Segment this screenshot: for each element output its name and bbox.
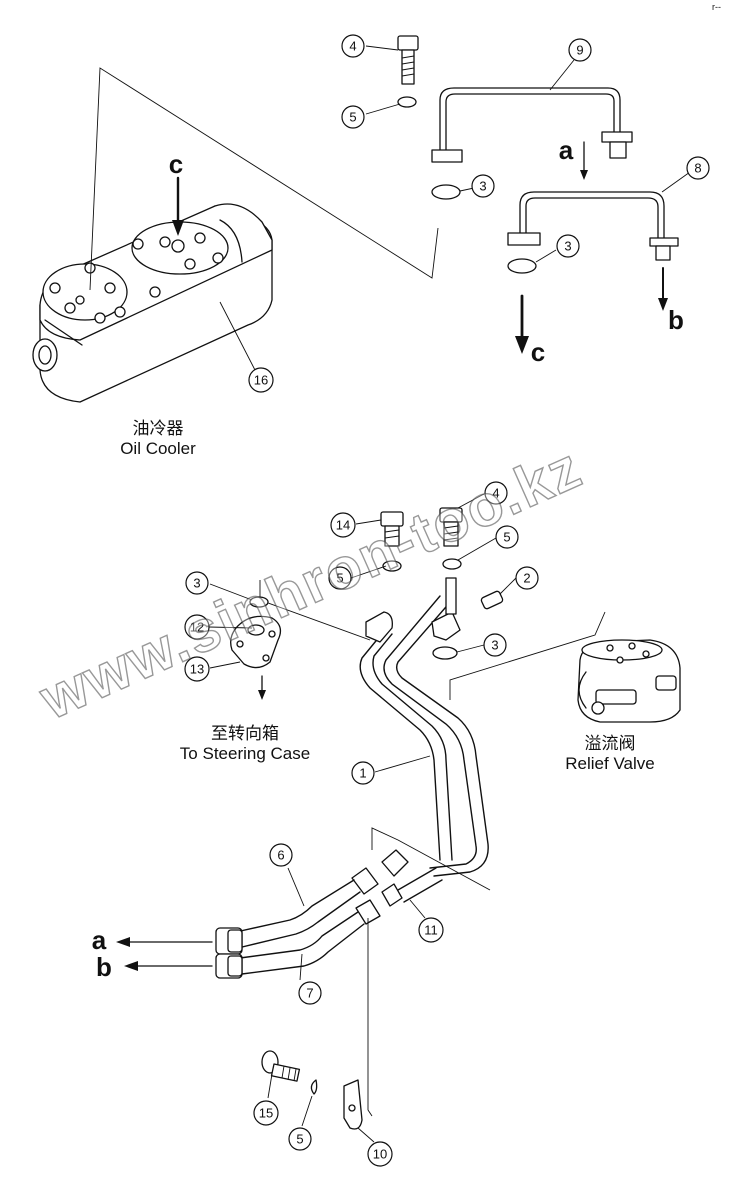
- svg-text:7: 7: [306, 986, 313, 1001]
- svg-text:3: 3: [491, 638, 498, 653]
- svg-text:11: 11: [424, 923, 438, 938]
- arrow-b-top: [658, 267, 668, 311]
- leader-16: [219, 301, 256, 371]
- caption-steering-en: To Steering Case: [180, 744, 310, 763]
- caption-oil-cooler-en: Oil Cooler: [120, 439, 196, 458]
- arrow-b-lower: [124, 961, 213, 971]
- svg-text:3: 3: [479, 179, 486, 194]
- label-a-top: a: [559, 135, 574, 165]
- svg-text:6: 6: [277, 848, 284, 863]
- svg-text:9: 9: [576, 43, 583, 58]
- svg-text:15: 15: [259, 1106, 273, 1121]
- svg-text:5: 5: [503, 530, 510, 545]
- callout-7: 7: [298, 981, 322, 1005]
- washer-5-lower-b: [442, 558, 462, 570]
- gasket-3-c: [249, 596, 269, 608]
- hose-end-fittings: [215, 927, 243, 979]
- svg-text:10: 10: [373, 1147, 387, 1162]
- callout-8: 8: [686, 156, 710, 180]
- svg-text:8: 8: [694, 161, 701, 176]
- pipe-9: [431, 87, 633, 163]
- hose-11: [397, 867, 443, 903]
- svg-text:4: 4: [349, 39, 356, 54]
- svg-text:3: 3: [564, 239, 571, 254]
- callout-9: 9: [568, 38, 592, 62]
- bolt-15: [261, 1050, 301, 1082]
- relief-valve-drawing: [577, 639, 681, 723]
- svg-text:2: 2: [523, 571, 530, 586]
- callout-5-lower-b: 5: [495, 525, 519, 549]
- label-a-lower: a: [92, 925, 107, 955]
- pipe-1: [359, 577, 489, 877]
- callout-1: 1: [351, 761, 375, 785]
- svg-text:1: 1: [359, 766, 366, 781]
- callout-5-lower-a: 5: [328, 566, 352, 590]
- washer-5-lower-a: [382, 560, 402, 572]
- hose-7: [239, 911, 365, 975]
- callout-5-bottom: 5: [288, 1127, 312, 1151]
- hose-6: [235, 879, 361, 949]
- callout-4-top: 4: [341, 34, 365, 58]
- caption-oil-cooler-cn: 油冷器: [133, 419, 184, 438]
- label-b-lower: b: [96, 952, 112, 982]
- callout-10: 10: [367, 1141, 393, 1167]
- svg-text:5: 5: [296, 1132, 303, 1147]
- arrow-c-mid: [515, 294, 529, 354]
- callout-16: 16: [248, 367, 274, 393]
- callout-14: 14: [330, 512, 356, 538]
- callout-3-a: 3: [471, 174, 495, 198]
- label-c-mid: c: [531, 337, 545, 367]
- caption-steering-cn: 至转向箱: [211, 724, 279, 743]
- watermark: www.sinhron-too.kz: [30, 435, 592, 733]
- label-c-top: c: [169, 149, 183, 179]
- callout-3-d: 3: [483, 633, 507, 657]
- bolt-4-lower: [439, 507, 463, 547]
- callout-3-c: 3: [185, 571, 209, 595]
- flange-12-13: [230, 615, 282, 669]
- svg-text:16: 16: [254, 373, 268, 388]
- steering-arrow: [258, 675, 266, 700]
- callout-15: 15: [253, 1100, 279, 1126]
- callout-11: 11: [418, 917, 444, 943]
- callout-2: 2: [515, 566, 539, 590]
- label-b-top: b: [668, 305, 684, 335]
- svg-text:4: 4: [492, 486, 499, 501]
- gasket-3-d: [432, 646, 458, 660]
- cooler-inlet-arrow: [172, 176, 184, 236]
- caption-relief-cn: 溢流阀: [585, 734, 636, 753]
- corner-mark: r--: [712, 2, 721, 12]
- clip-5-bottom: [310, 1079, 318, 1095]
- bracket-10: [343, 918, 373, 1130]
- arrow-a-top: [580, 141, 588, 180]
- callout-5-top: 5: [341, 105, 365, 129]
- plug-2: [480, 590, 504, 610]
- gasket-3-a: [431, 184, 461, 200]
- svg-text:5: 5: [349, 110, 356, 125]
- svg-text:3: 3: [193, 576, 200, 591]
- pipe-8: [507, 191, 679, 261]
- callout-4-lower: 4: [484, 481, 508, 505]
- callout-13: 13: [184, 656, 210, 682]
- arrow-a-lower: [116, 937, 213, 947]
- svg-text:14: 14: [336, 518, 350, 533]
- pipe-nuts: [351, 849, 409, 925]
- callout-12: 12: [184, 614, 210, 640]
- bolt-14: [380, 511, 404, 547]
- oil-cooler-guide-lines: [89, 67, 439, 291]
- top-leaders: [365, 45, 691, 263]
- callout-3-b: 3: [556, 234, 580, 258]
- callout-6: 6: [269, 843, 293, 867]
- washer-5-top: [397, 96, 417, 108]
- svg-text:12: 12: [190, 620, 204, 635]
- bolt-4-top: [397, 35, 419, 85]
- oil-cooler-drawing: [32, 203, 273, 403]
- svg-text:13: 13: [190, 662, 204, 677]
- svg-text:5: 5: [336, 571, 343, 586]
- gasket-3-b: [507, 258, 537, 274]
- caption-relief-en: Relief Valve: [565, 754, 654, 773]
- lower-leaders: [208, 493, 517, 1143]
